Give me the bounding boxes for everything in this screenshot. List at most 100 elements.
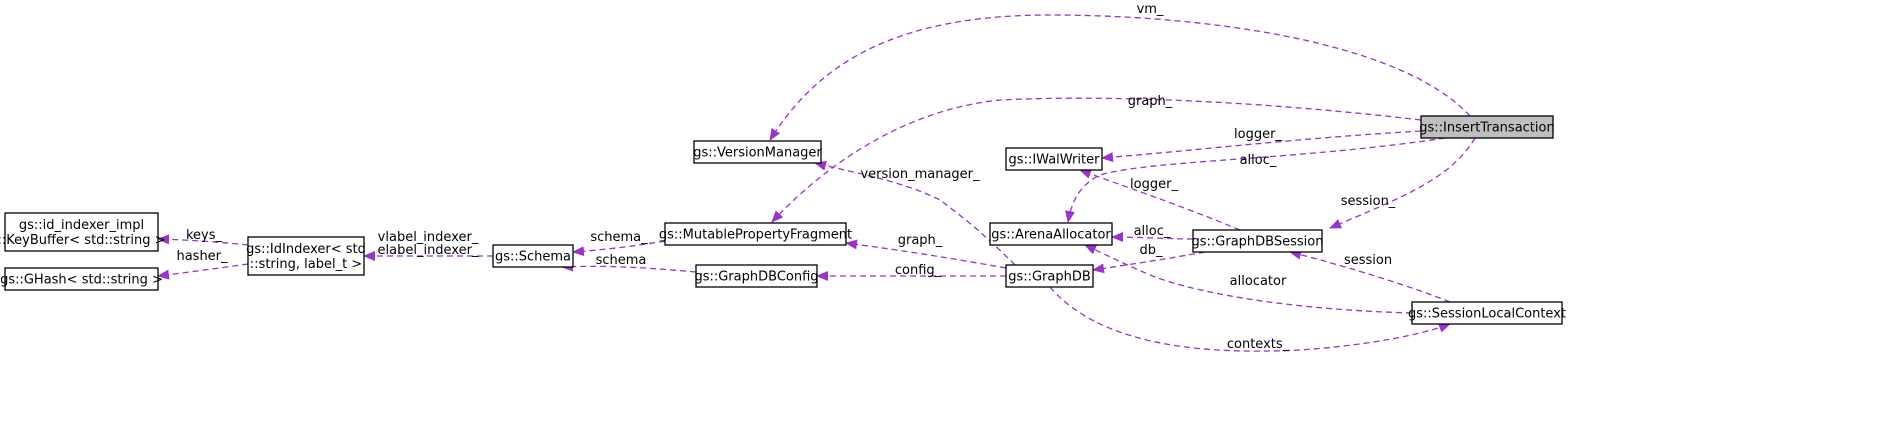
edge-schema-mpf: schema_ bbox=[572, 230, 666, 257]
edge-arrow bbox=[1084, 244, 1413, 314]
node-box bbox=[1420, 115, 1554, 139]
node-box bbox=[4, 212, 159, 252]
edge-graph-gdb: graph_ bbox=[845, 233, 1007, 269]
edge-arrow bbox=[769, 14, 1471, 141]
node-key-buffer[interactable]: gs::id_indexer_impl::KeyBuffer< std::str… bbox=[0, 212, 166, 252]
node-label: gs::IdIndexer< std bbox=[246, 242, 366, 257]
node-schema[interactable]: gs::Schema bbox=[492, 244, 574, 268]
node-label: ::KeyBuffer< std::string > bbox=[0, 233, 166, 248]
edge-session-it: session_ bbox=[1329, 137, 1476, 229]
node-version-manager[interactable]: gs::VersionManager bbox=[693, 140, 822, 164]
edge-label: config_ bbox=[895, 263, 942, 278]
edge-label: allocator bbox=[1230, 274, 1287, 289]
node-label: gs::GraphDBSession bbox=[1192, 235, 1324, 250]
edge-db-sess: db_ bbox=[1092, 243, 1206, 274]
edge-allocator-slc: allocator bbox=[1084, 244, 1413, 314]
node-box bbox=[664, 222, 847, 246]
node-label: gs::MutablePropertyFragment bbox=[659, 228, 852, 243]
edge-arrow bbox=[572, 240, 666, 257]
edge-contexts-gdb: contexts_ bbox=[1049, 286, 1451, 352]
node-label: gs::InsertTransaction bbox=[1419, 121, 1554, 136]
edge-indexers: vlabel_indexer_elabel_indexer_ bbox=[363, 230, 494, 261]
node-graph-db-config[interactable]: gs::GraphDBConfig bbox=[694, 264, 819, 288]
node-label: gs::SessionLocalContext bbox=[1408, 307, 1566, 322]
node-box bbox=[4, 267, 159, 291]
node-id-indexer[interactable]: gs::IdIndexer< std::string, label_t > bbox=[246, 236, 366, 276]
edge-logger-sess: logger_ bbox=[1079, 169, 1241, 231]
node-arena-allocator[interactable]: gs::ArenaAllocator bbox=[989, 222, 1113, 246]
edge-arrow bbox=[814, 160, 1016, 266]
edge-label: elabel_indexer_ bbox=[378, 243, 479, 258]
node-label: gs::IWalWriter bbox=[1009, 153, 1101, 168]
edge-arrow bbox=[1079, 169, 1241, 231]
edge-arrow bbox=[1289, 249, 1451, 303]
edge-arrow bbox=[845, 239, 1007, 269]
edge-label: session bbox=[1344, 253, 1392, 268]
edge-label: hasher_ bbox=[176, 249, 228, 264]
node-box bbox=[695, 264, 818, 288]
node-label: ::string, label_t > bbox=[250, 257, 362, 272]
edge-schema-cfg: schema bbox=[561, 253, 697, 273]
edge-label: schema bbox=[596, 253, 647, 268]
node-box bbox=[1005, 264, 1094, 288]
node-box bbox=[1411, 301, 1563, 325]
edge-arrow bbox=[157, 234, 249, 246]
edge-label: alloc_ bbox=[1134, 224, 1171, 239]
edge-arrow bbox=[561, 261, 697, 273]
edge-label: keys_ bbox=[186, 228, 223, 243]
edge-label: logger_ bbox=[1130, 177, 1178, 192]
node-graph-db-session[interactable]: gs::GraphDBSession bbox=[1192, 229, 1324, 253]
edge-session-slc: session bbox=[1289, 249, 1451, 303]
edge-label: db_ bbox=[1139, 243, 1163, 258]
edge-arrow bbox=[1101, 130, 1422, 163]
node-box bbox=[989, 222, 1113, 246]
edge-label: vm_ bbox=[1137, 2, 1164, 17]
node-box bbox=[247, 236, 365, 276]
node-label: gs::VersionManager bbox=[693, 146, 822, 161]
node-label: gs::ArenaAllocator bbox=[991, 228, 1111, 243]
edge-arrow bbox=[157, 263, 249, 280]
edge-arrow bbox=[1329, 137, 1476, 229]
edge-label: graph_ bbox=[1128, 94, 1173, 109]
edge-label: logger_ bbox=[1234, 127, 1282, 142]
node-box bbox=[492, 244, 574, 268]
node-session-local-context[interactable]: gs::SessionLocalContext bbox=[1408, 301, 1566, 325]
edge-arrow bbox=[1092, 251, 1206, 274]
edge-label: schema_ bbox=[590, 230, 648, 245]
node-label: gs::Schema bbox=[495, 250, 571, 265]
node-box bbox=[1192, 229, 1323, 253]
node-label: gs::GraphDBConfig bbox=[694, 270, 818, 285]
edge-graph-it: graph_ bbox=[771, 94, 1422, 223]
node-iwal-writer[interactable]: gs::IWalWriter bbox=[1005, 147, 1103, 171]
node-box bbox=[693, 140, 822, 164]
edge-arrow bbox=[1049, 286, 1451, 352]
edge-arrow bbox=[771, 97, 1422, 223]
edge-keys: keys_ bbox=[157, 228, 249, 246]
edge-label: graph_ bbox=[898, 233, 943, 248]
edge-alloc-it: alloc_ bbox=[1065, 137, 1446, 223]
edge-label: vlabel_indexer_ bbox=[378, 230, 479, 245]
node-label: gs::GraphDB bbox=[1008, 270, 1091, 285]
edge-logger-it: logger_ bbox=[1101, 127, 1422, 163]
node-ghash[interactable]: gs::GHash< std::string > bbox=[0, 267, 163, 291]
node-label: gs::id_indexer_impl bbox=[19, 218, 144, 233]
edge-alloc-sess: alloc_ bbox=[1111, 224, 1194, 243]
edge-arrow bbox=[1111, 232, 1194, 243]
edges-layer: vm_graph_logger_alloc_session_logger_all… bbox=[157, 2, 1476, 352]
node-box bbox=[1005, 147, 1103, 171]
edge-arrow bbox=[1065, 137, 1446, 223]
edge-label: session_ bbox=[1341, 194, 1396, 209]
edge-label: alloc_ bbox=[1240, 153, 1277, 168]
edge-version-manager: version_manager_ bbox=[814, 160, 1016, 266]
edge-label: version_manager_ bbox=[860, 167, 980, 182]
node-mutable-property-fragment[interactable]: gs::MutablePropertyFragment bbox=[659, 222, 852, 246]
edge-label: contexts_ bbox=[1227, 337, 1290, 352]
edge-config-gdb: config_ bbox=[816, 263, 1006, 281]
edge-hasher: hasher_ bbox=[157, 249, 249, 280]
node-graph-db[interactable]: gs::GraphDB bbox=[1005, 264, 1094, 288]
node-insert-transaction[interactable]: gs::InsertTransaction bbox=[1419, 115, 1555, 139]
edge-vm: vm_ bbox=[769, 2, 1471, 141]
node-label: gs::GHash< std::string > bbox=[0, 273, 163, 288]
